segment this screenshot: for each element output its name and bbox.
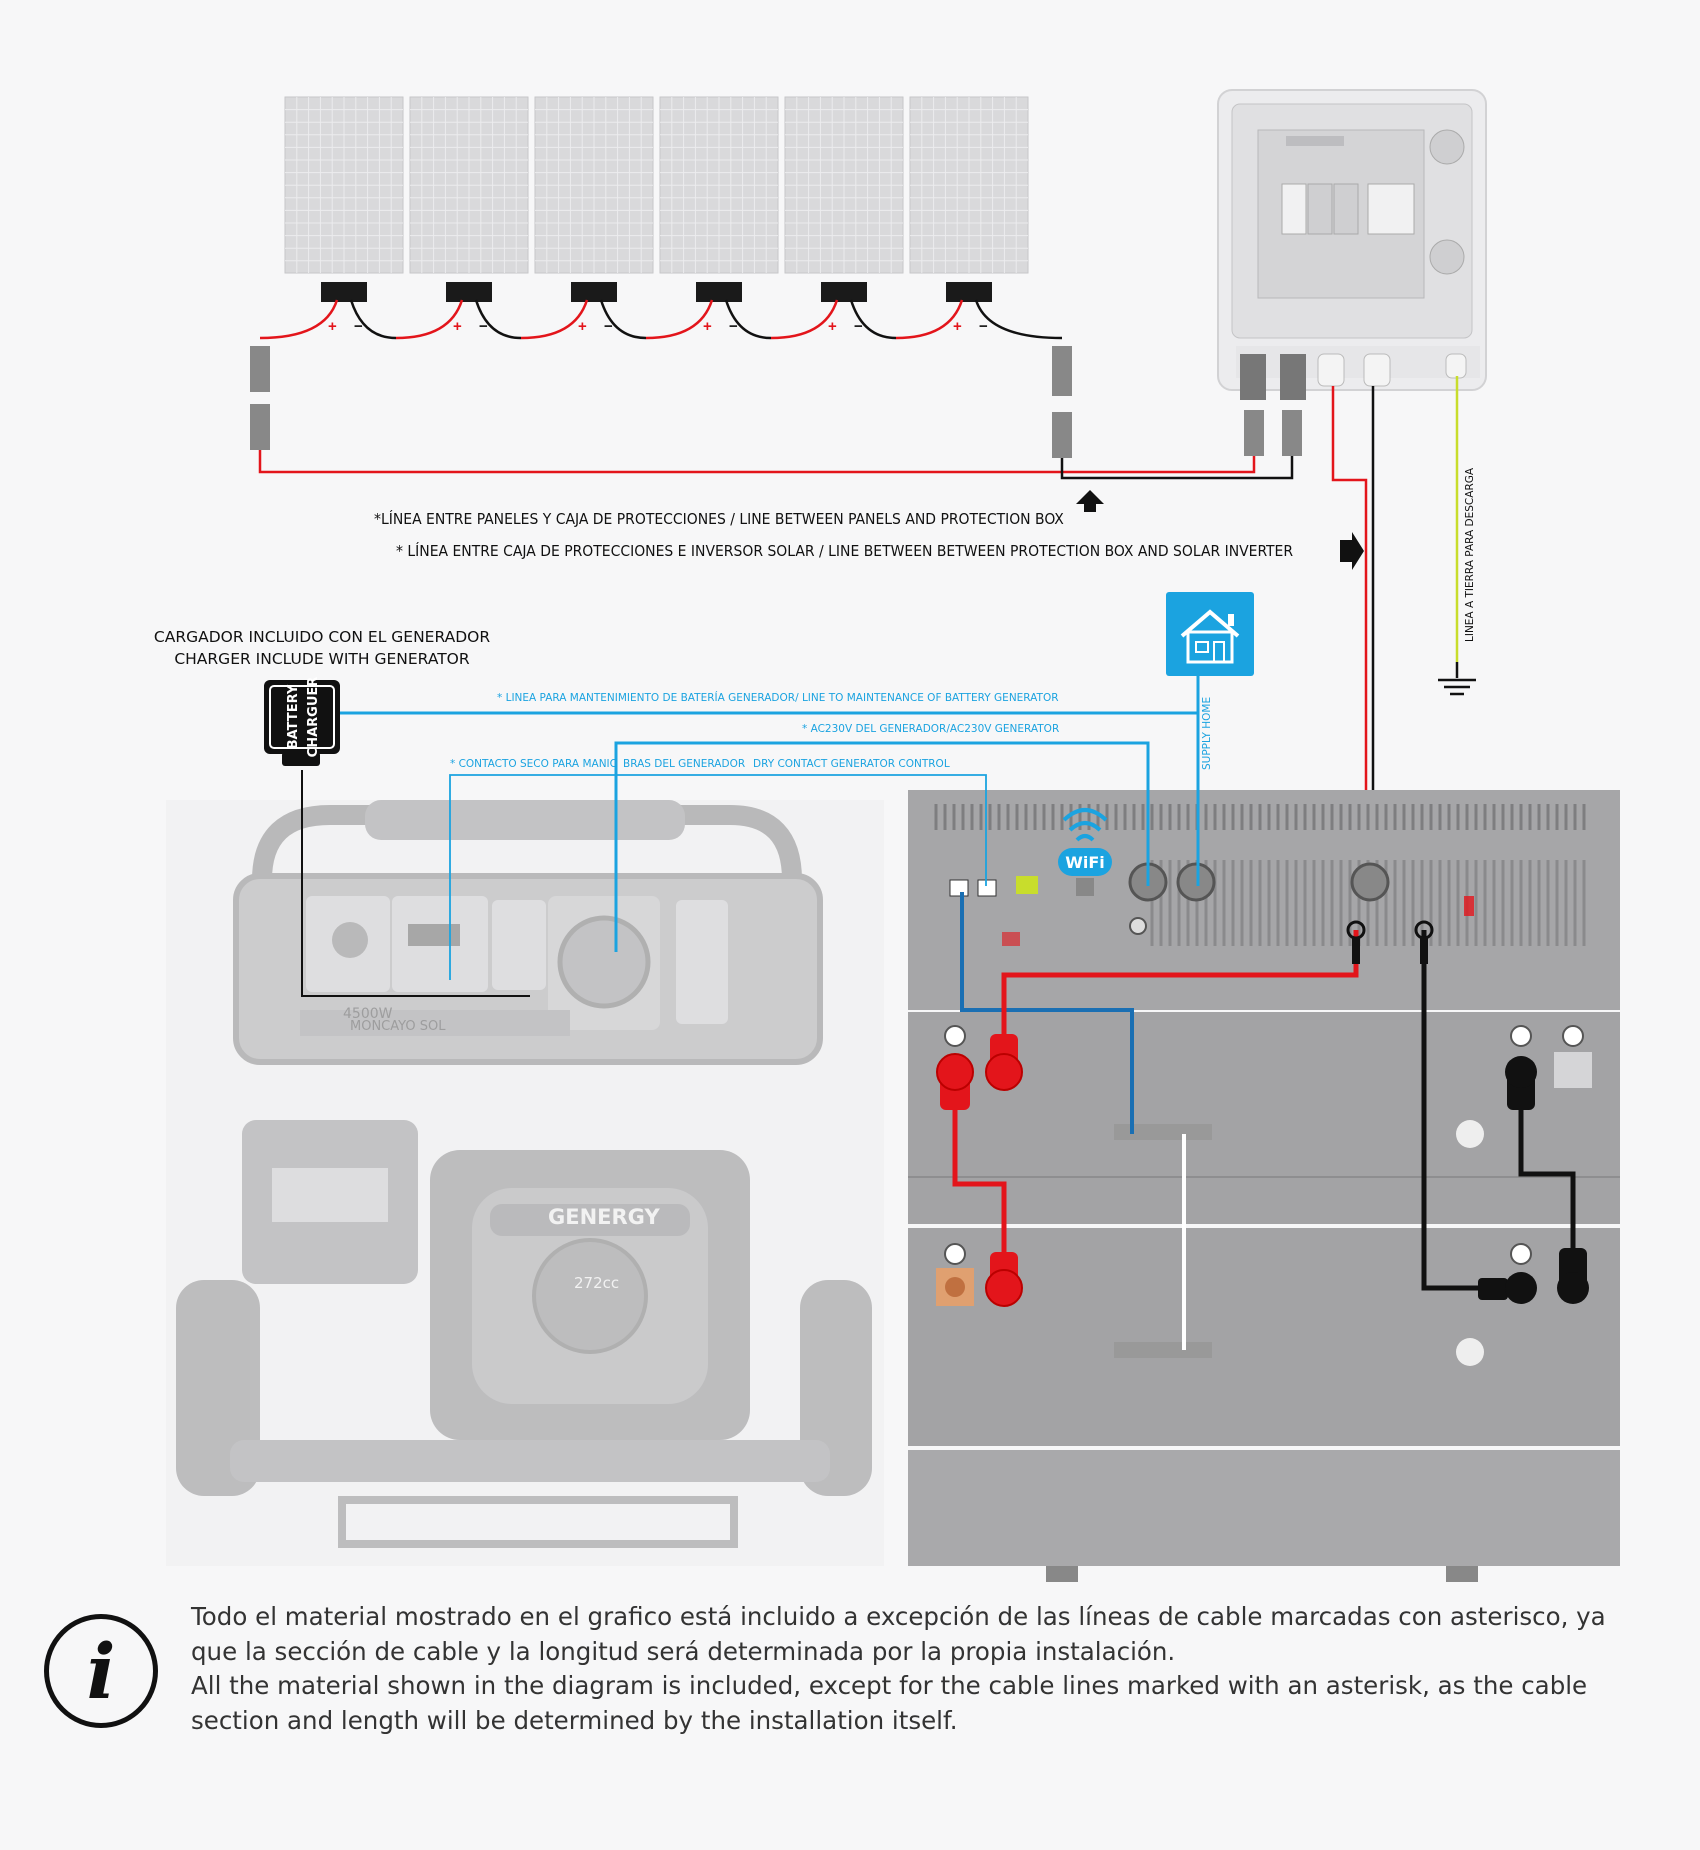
junction-box — [571, 282, 617, 302]
dry-contact-note-es2: BRAS DEL GENERADOR — [623, 758, 746, 770]
junction-box — [696, 282, 742, 302]
panel-to-box-cable — [250, 346, 1302, 480]
ac230-line-note: * AC230V DEL GENERADOR/AC230V GENERATOR — [802, 723, 1060, 735]
battery-charger: BATTERY CHARGUER — [264, 677, 340, 766]
house-icon — [1166, 592, 1254, 676]
battery-link-positive-cable — [952, 1080, 1007, 1260]
junction-box — [446, 282, 492, 302]
info-note-en: All the material shown in the diagram is… — [191, 1671, 1588, 1735]
plus-sign: + — [953, 318, 962, 335]
minus-sign: − — [479, 318, 488, 335]
box-to-inverter-note: * LÍNEA ENTRE CAJA DE PROTECCIONES E INV… — [396, 542, 1294, 560]
battery-charger-label-2: CHARGUER — [306, 677, 321, 758]
plus-sign: + — [578, 318, 587, 335]
box-to-inverter-positive-cable — [1331, 386, 1368, 885]
battery-charger-label-1: BATTERY — [286, 684, 301, 749]
minus-sign: − — [354, 318, 363, 335]
solar-panel-array — [259, 96, 1063, 340]
minus-sign: − — [854, 318, 863, 335]
charger-caption-es: CARGADOR INCLUIDO CON EL GENERADOR — [153, 628, 491, 646]
junction-box — [321, 282, 367, 302]
ground-line-label: LINEA A TIERRA PARA DESCARGA — [1464, 467, 1476, 642]
dry-contact-cable — [449, 774, 987, 980]
battery-link-negative-cable — [1518, 1080, 1576, 1260]
supply-home-label: SUPPLY HOME — [1201, 696, 1213, 770]
arrow-right-icon — [1340, 532, 1364, 570]
generator-name-label: MONCAYO SOL — [350, 1019, 446, 1034]
charger-caption: CARGADOR INCLUIDO CON EL GENERADOR CHARG… — [150, 626, 494, 670]
minus-sign: − — [604, 318, 613, 335]
info-note: Todo el material mostrado en el grafico … — [191, 1600, 1631, 1738]
battery-module-2 — [908, 1228, 1620, 1446]
minus-sign: − — [729, 318, 738, 335]
ac230-cable — [614, 741, 1150, 952]
engine-cc-label: 272cc — [574, 1274, 619, 1292]
battery-module-1 — [908, 1012, 1620, 1224]
minus-sign: − — [979, 318, 988, 335]
junction-box — [946, 282, 992, 302]
battery-base — [908, 1450, 1620, 1582]
comm-cable — [960, 892, 1134, 1134]
generator-model-label: 4500W — [343, 1006, 393, 1022]
maintenance-line-note: * LINEA PARA MANTENIMIENTO DE BATERÍA GE… — [497, 692, 1059, 704]
panels-to-box-note: *LÍNEA ENTRE PANELES Y CAJA DE PROTECCIO… — [374, 510, 1064, 528]
ground-symbol-icon — [1438, 662, 1476, 696]
protection-box — [1217, 89, 1487, 400]
dry-contact-note-es: * CONTACTO SECO PARA MANIO — [450, 758, 618, 770]
plus-sign: + — [703, 318, 712, 335]
plus-sign: + — [828, 318, 837, 335]
info-icon: i — [44, 1614, 158, 1728]
arrow-up-icon — [1076, 490, 1104, 512]
wifi-label: WiFi — [1065, 853, 1105, 872]
generator: 4500W MONCAYO SOL GENERGY 272cc — [166, 800, 884, 1566]
wifi-icon: WiFi — [1058, 808, 1112, 896]
junction-box — [821, 282, 867, 302]
charger-caption-en: CHARGER INCLUDE WITH GENERATOR — [174, 650, 470, 668]
battery-terminals — [936, 920, 1589, 1307]
charger-cable — [301, 770, 530, 997]
info-note-es: Todo el material mostrado en el grafico … — [191, 1602, 1606, 1666]
plus-sign: + — [328, 318, 337, 335]
plus-sign: + — [453, 318, 462, 335]
generator-brand-label: GENERGY — [548, 1205, 660, 1229]
dry-contact-note-en: DRY CONTACT GENERATOR CONTROL — [753, 758, 950, 770]
